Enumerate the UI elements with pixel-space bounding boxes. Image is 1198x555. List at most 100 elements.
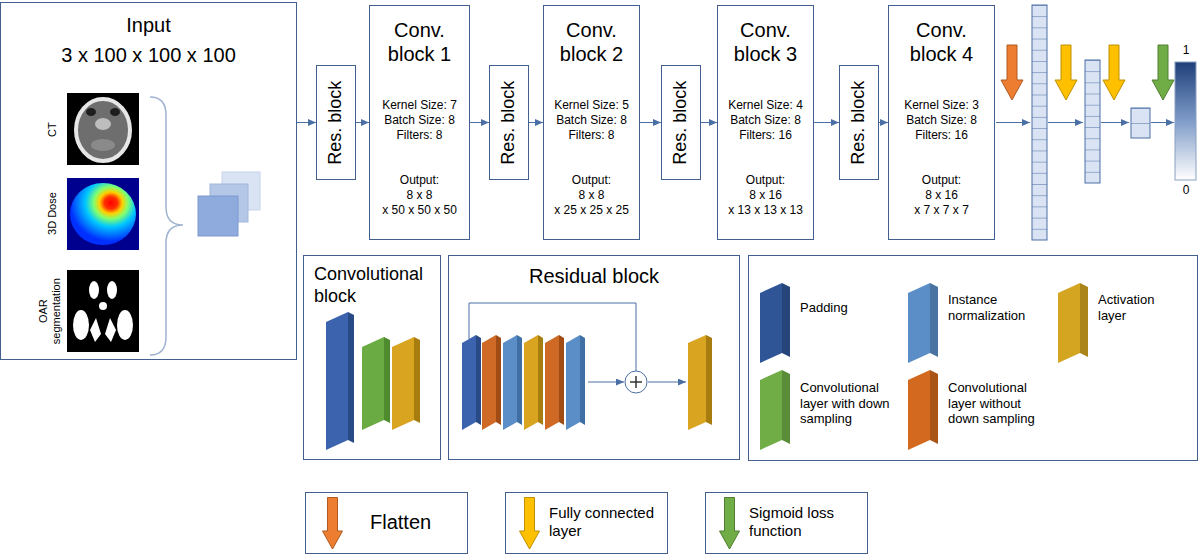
block-output: x 13 x 13 x 13 [728,203,803,218]
padding-layer [348,312,354,443]
block-title: Res. block [325,80,347,164]
block-output: 8 x 8 [406,188,432,203]
block-title: Conv. block 2 [552,18,632,66]
conv-block-box: Conv. block 4Kernel Size: 3Batch Size: 8… [888,5,995,240]
block-parameter: Filters: 8 [396,128,442,143]
dense-arrow [1055,45,1077,100]
layer-swatch-edge [782,370,790,444]
block-parameter: Kernel Size: 5 [554,98,629,113]
dense-arrow [1103,45,1125,100]
legend-frame [706,493,868,554]
block-output: Output: [400,173,439,188]
norm-layer [517,335,522,425]
explainer-panel: Residual block [448,255,740,460]
ct-structure [86,108,96,116]
legend-swatch [760,283,792,363]
block-parameter: Batch Size: 8 [384,113,455,128]
panel-title: Input [126,13,170,37]
conv-down-layer [362,337,384,430]
block-title: Res. block [670,80,692,164]
block-title: Conv. block 3 [726,18,806,66]
legend-swatch [908,370,940,450]
legend-text-holder: Padding [800,300,890,316]
block-parameter: Kernel Size: 3 [904,98,979,113]
flow-arrow [1101,122,1129,123]
organ-mask [89,281,99,299]
arrow-symbol [323,498,343,550]
conv-layer [482,335,496,430]
colorbar-tick: 1 [1183,43,1190,57]
norm-layer [580,335,585,425]
legend-text: Convolutional layer without down samplin… [948,380,1053,427]
flow-arrow [814,122,839,123]
legend-text-holder: Fully connected layer [549,504,665,540]
conv-block-box: Conv. block 2 Kernel Size: 5Batch Size: 8… [543,5,640,240]
layer-swatch [908,370,930,450]
arrow-symbol [720,498,740,550]
image-label: 3D Dose [45,193,58,236]
arrow-symbol [520,498,540,550]
legend-frame [306,493,468,554]
activation-layer [688,335,706,430]
activation-layer [524,335,538,430]
layer-swatch [760,283,782,363]
dose-distribution [70,183,136,245]
block-parameter: Filters: 16 [739,128,792,143]
padding-layer [476,335,481,425]
flow-arrow [470,122,489,123]
layer-swatch-edge [1080,283,1088,357]
image-label: CT [45,123,58,138]
legend-text-holder: Convolutional layer with down sampling [800,380,900,427]
conv-down-layer [384,337,390,423]
legend-text-holder: Flatten [370,510,462,534]
flatten-vector [1032,5,1047,240]
legend-swatch [908,283,940,363]
block-title: Res. block [848,80,870,164]
flatten-arrow [1001,45,1023,100]
norm-layer [566,335,580,430]
block-output: Output: [922,173,961,188]
layer-swatch-edge [930,283,938,357]
organ-mask [99,302,107,310]
block-parameter: Batch Size: 8 [730,113,801,128]
flow-arrow [1151,122,1174,123]
dense-vector [1085,60,1100,183]
block-output: x 50 x 50 x 50 [382,203,457,218]
legend-text: Padding [800,300,890,316]
legend-arrow [322,497,343,550]
block-output: x 25 x 25 x 25 [554,203,629,218]
block-title: Conv. block 1 [380,18,460,66]
legend-text-holder: Instance normalization [948,292,1038,323]
organ-mask [73,310,89,340]
layer-swatch [760,370,782,450]
flow-arrow [640,122,661,123]
sigmoid-arrow [1152,45,1174,100]
ct-structure [110,108,120,116]
legend-text: Convolutional layer with down sampling [800,380,900,427]
flow-arrow [648,382,686,383]
layer-swatch-edge [930,370,938,444]
legend-text: Activation layer [1098,292,1178,323]
dense-vector [1131,108,1150,138]
conv-layer [496,335,501,425]
legend-text-holder: Convolutional layer without down samplin… [948,380,1053,427]
activation-layer [392,337,414,430]
block-parameter: Kernel Size: 7 [382,98,457,113]
block-parameter: Batch Size: 8 [556,113,627,128]
organ-mask [107,281,117,299]
residual-block-box: Res. block [316,65,356,180]
channel-square [198,196,238,236]
block-parameter: Filters: 8 [568,128,614,143]
residual-block-box: Res. block [661,65,701,180]
legend-text: Fully connected layer [549,504,665,540]
oar-background [67,270,139,352]
legend-text: Instance normalization [948,292,1038,323]
block-output: Output: [746,173,785,188]
legend-text-holder: Activation layer [1098,292,1178,323]
sum-symbol [625,371,647,393]
tensor-shape: 3 x 100 x 100 x 100 [61,43,236,67]
organ-mask [90,318,101,342]
